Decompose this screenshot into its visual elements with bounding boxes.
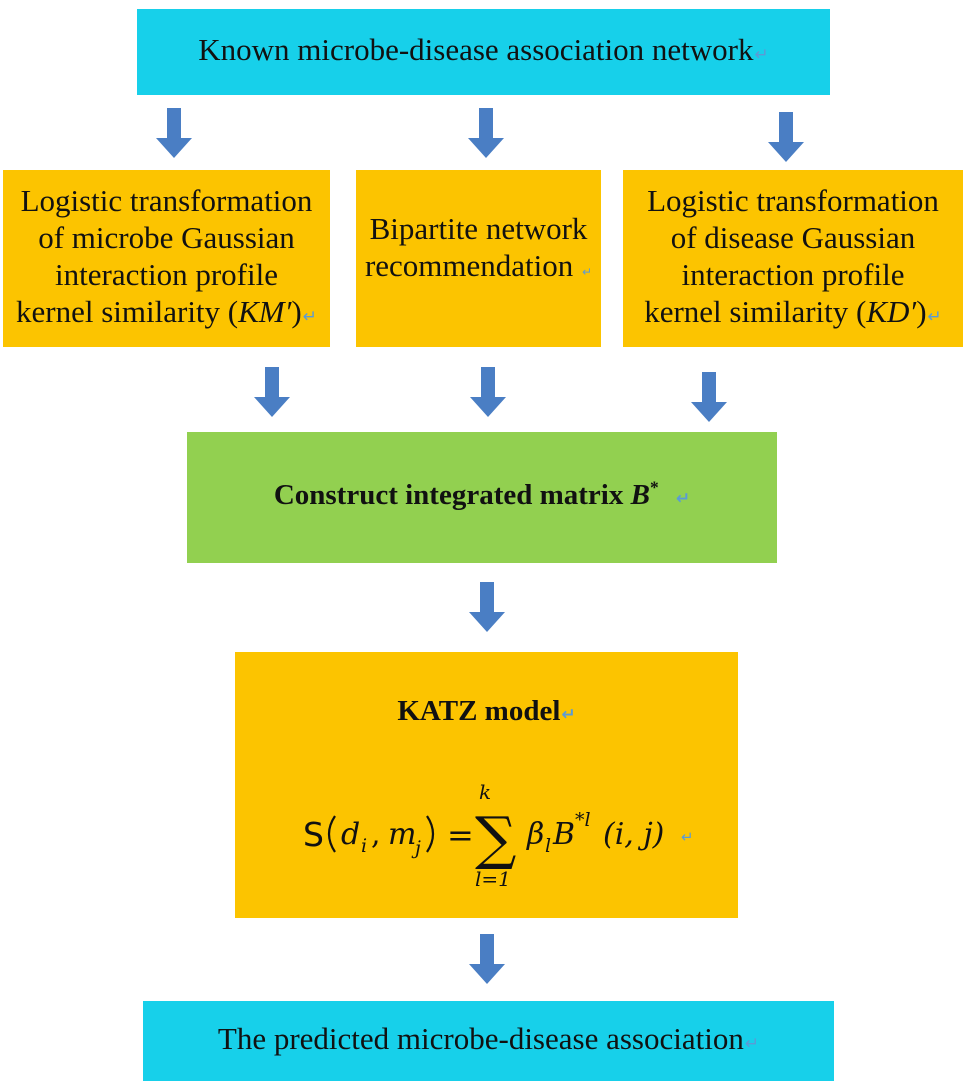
katz-title: KATZ model <box>397 695 561 727</box>
disease-kernel-line-3: interaction profile <box>681 256 905 292</box>
formula-sum-lower: l=1 <box>475 867 511 891</box>
disease-kernel-line-2: of disease Gaussian <box>670 219 916 255</box>
katz-formula: S d i , m j = k ∑ l=1 β l B *l (i, j) ↵ <box>303 780 694 891</box>
formula-b: B <box>552 817 575 852</box>
down-arrow-icon <box>469 582 505 632</box>
microbe-kernel-box: Logistic transformation of microbe Gauss… <box>3 170 330 347</box>
return-mark-icon: ↵ <box>561 705 576 725</box>
return-mark-icon: ↵ <box>744 1033 760 1054</box>
formula-m: m <box>388 817 416 852</box>
known-network-label: Known microbe-disease association networ… <box>198 31 754 67</box>
formula-beta-sub: l <box>545 835 551 857</box>
formula-s: S <box>303 815 324 854</box>
formula-comma: , <box>371 817 381 852</box>
down-arrow-icon <box>768 112 804 162</box>
bipartite-box: Bipartite network recommendation ↵ <box>356 170 601 347</box>
formula-right-paren <box>426 815 435 853</box>
formula-beta: β <box>526 817 544 852</box>
disease-kernel-line-1: Logistic transformation <box>647 182 939 218</box>
formula-b-sup: *l <box>575 809 591 831</box>
return-mark-icon: ↵ <box>927 306 942 327</box>
integrated-matrix-label: Construct integrated matrix <box>273 479 631 511</box>
microbe-kernel-line-3: interaction profile <box>55 256 278 292</box>
kd-close-paren: ) <box>916 293 927 329</box>
down-arrow-icon <box>469 934 505 984</box>
bipartite-line-2: recommendation <box>364 248 574 283</box>
predicted-association-label: The predicted microbe-disease associatio… <box>217 1020 744 1056</box>
formula-d-sub: i <box>361 835 367 857</box>
down-arrow-icon <box>156 108 192 158</box>
return-mark-icon: ↵ <box>681 828 694 846</box>
disease-kernel-text: Logistic transformation of disease Gauss… <box>644 182 942 336</box>
microbe-kernel-text: Logistic transformation of microbe Gauss… <box>16 182 317 336</box>
integrated-matrix-box: Construct integrated matrix B* ↵ <box>187 432 777 563</box>
down-arrow-icon <box>254 367 290 417</box>
formula-sum-upper: k <box>479 780 491 804</box>
microbe-kernel-line-4-text: kernel similarity ( <box>16 293 239 329</box>
formula-equals: = <box>447 816 474 854</box>
microbe-kernel-line-2: of microbe Gaussian <box>38 219 295 255</box>
known-network-label-wrap: Known microbe-disease association networ… <box>198 31 769 74</box>
kd-symbol: KD′ <box>866 293 917 329</box>
km-symbol: KM′ <box>238 293 292 329</box>
bipartite-line-2-wrap: recommendation ↵ <box>365 247 592 291</box>
disease-kernel-line-4-text: kernel similarity ( <box>644 293 867 329</box>
formula-args: (i, j) <box>603 817 664 852</box>
known-network-box: Known microbe-disease association networ… <box>137 9 830 95</box>
predicted-association-label-wrap: The predicted microbe-disease associatio… <box>218 1020 759 1063</box>
km-close-paren: ) <box>291 293 302 329</box>
formula-left-paren <box>327 815 336 853</box>
down-arrow-icon <box>691 372 727 422</box>
bipartite-line-1: Bipartite network <box>369 211 588 246</box>
b-star-symbol: B <box>630 479 650 511</box>
microbe-kernel-line-4: kernel similarity (KM′)↵ <box>16 293 317 336</box>
return-mark-icon: ↵ <box>675 489 691 509</box>
katz-model-box: KATZ model↵ S d i , m j = k ∑ l=1 β l B … <box>235 652 738 918</box>
formula-sum-symbol: ∑ <box>475 804 516 872</box>
disease-kernel-line-4: kernel similarity (KD′)↵ <box>644 293 942 336</box>
microbe-kernel-line-1: Logistic transformation <box>20 182 313 218</box>
katz-title-wrap: KATZ model↵ <box>235 695 738 728</box>
return-mark-icon: ↵ <box>582 265 593 279</box>
integrated-matrix-text: Construct integrated matrix B* ↵ <box>274 477 690 518</box>
bipartite-text: Bipartite network recommendation ↵ <box>365 210 592 291</box>
return-mark-icon: ↵ <box>754 44 769 65</box>
b-star-superscript: * <box>649 477 659 498</box>
down-arrow-icon <box>468 108 504 158</box>
down-arrow-icon <box>470 367 506 417</box>
formula-m-sub: j <box>411 837 421 859</box>
predicted-association-box: The predicted microbe-disease associatio… <box>143 1001 834 1081</box>
disease-kernel-box: Logistic transformation of disease Gauss… <box>623 170 963 347</box>
formula-d: d <box>341 817 360 852</box>
return-mark-icon: ↵ <box>302 306 317 327</box>
